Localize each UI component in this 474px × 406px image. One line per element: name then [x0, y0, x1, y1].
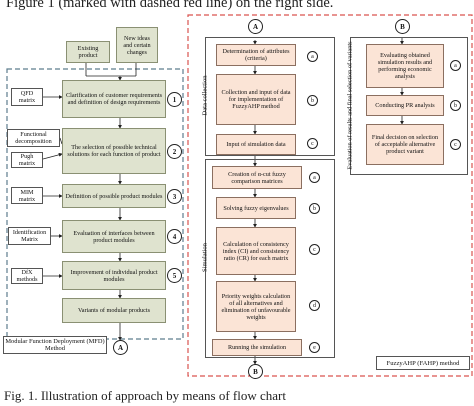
- input-new-ideas: New ideas and certain changes: [116, 27, 158, 63]
- tool-identification-matrix: Identification Matrix: [8, 227, 51, 245]
- data-collection-label: Data collection: [201, 75, 209, 116]
- mfd-step-4: Evaluation of interfaces between product…: [62, 220, 166, 253]
- sim-badge-a: a: [309, 172, 320, 183]
- mfd-panel-title: Modular Function Deployment (MFD) Method: [3, 336, 107, 354]
- input-existing-product-label: Existing product: [77, 45, 99, 59]
- connector-a-out: A: [113, 340, 128, 355]
- mfd-step-1: Clarification of customer requirements a…: [62, 80, 166, 118]
- sim-badge-e: e: [309, 342, 320, 353]
- sim-badge-b: b: [309, 203, 320, 214]
- dc-step-c: Input of simulation data: [216, 134, 296, 155]
- sim-badge-d: d: [309, 300, 320, 311]
- dc-badge-b: b: [307, 95, 318, 106]
- simulation-group: [205, 159, 335, 358]
- tool-pugh-matrix: Pugh matrix: [11, 152, 43, 168]
- tool-functional-decomposition: Functional decomposition: [7, 129, 60, 147]
- eval-step-b: Conducting PR analysis: [366, 95, 444, 116]
- mfd-step-3: Definition of possible product modules: [62, 184, 166, 208]
- simulation-label: Simulation: [201, 243, 209, 272]
- mfd-step-2: The selection of possible technical solu…: [62, 128, 166, 174]
- dc-badge-a: a: [307, 51, 318, 62]
- eval-badge-b: b: [450, 100, 461, 111]
- eval-badge-a: a: [450, 60, 461, 71]
- tool-dfx-methods: DfX methods: [11, 268, 43, 284]
- mfd-step-5: Improvement of individual product module…: [62, 261, 166, 290]
- step-number-3: 3: [167, 189, 182, 204]
- dc-step-a: Determination of attributes (criteria): [216, 44, 296, 66]
- step-number-2: 2: [167, 144, 182, 159]
- figure-caption: Fig. 1. Illustration of approach by mean…: [4, 388, 286, 403]
- eval-step-c: Final decision on selection of acceptabl…: [366, 124, 444, 165]
- dc-step-b: Collection and input of data for impleme…: [216, 74, 296, 125]
- step-number-5: 5: [167, 268, 182, 283]
- step-number-1: 1: [167, 92, 182, 107]
- evaluation-group: [350, 37, 468, 175]
- sim-badge-c: c: [309, 244, 320, 255]
- mfd-step-1-label: Clarification of customer requirements a…: [65, 92, 163, 106]
- mfd-step-4-label: Evaluation of interfaces between product…: [73, 229, 155, 244]
- mfd-step-2-label: The selection of possible technical solu…: [67, 144, 161, 158]
- input-new-ideas-label: New ideas and certain changes: [123, 34, 151, 56]
- input-existing-product: Existing product: [66, 41, 110, 63]
- fahp-panel-title: FuzzyAHP (FAHP) method: [376, 356, 470, 370]
- mfd-step-3-label: Definition of possible product modules: [65, 192, 163, 200]
- sim-step-a: Creation of α-cut fuzzy comparison matri…: [212, 166, 302, 189]
- tool-mim-matrix: MIM matrix: [11, 187, 43, 204]
- evaluation-label: Evaluation of results and final selectio…: [346, 41, 354, 170]
- mfd-step-6-label: Variants of modular products: [78, 307, 150, 314]
- connector-b-out: B: [248, 364, 263, 379]
- eval-badge-c: c: [450, 139, 461, 150]
- header-text: Figure 1 (marked with dashed red line) o…: [6, 0, 334, 11]
- mfd-step-5-label: Improvement of individual product module…: [70, 268, 158, 283]
- mfd-step-6: Variants of modular products: [62, 298, 166, 323]
- eval-step-a: Evaluating obtained simulation results a…: [366, 44, 444, 88]
- data-collection-group: [205, 37, 335, 156]
- sim-step-e: Running the simulation: [212, 339, 302, 356]
- tool-qfd-matrix: QFD matrix: [11, 88, 43, 106]
- connector-b-in: B: [395, 19, 410, 34]
- connector-a-in: A: [248, 19, 263, 34]
- sim-step-b: Solving fuzzy eigenvalues: [216, 197, 296, 219]
- step-number-4: 4: [167, 229, 182, 244]
- sim-step-c: Calculation of consistency index (CI) an…: [216, 227, 296, 275]
- dc-badge-c: c: [307, 138, 318, 149]
- sim-step-d: Priority weights calculation of all alte…: [216, 281, 296, 332]
